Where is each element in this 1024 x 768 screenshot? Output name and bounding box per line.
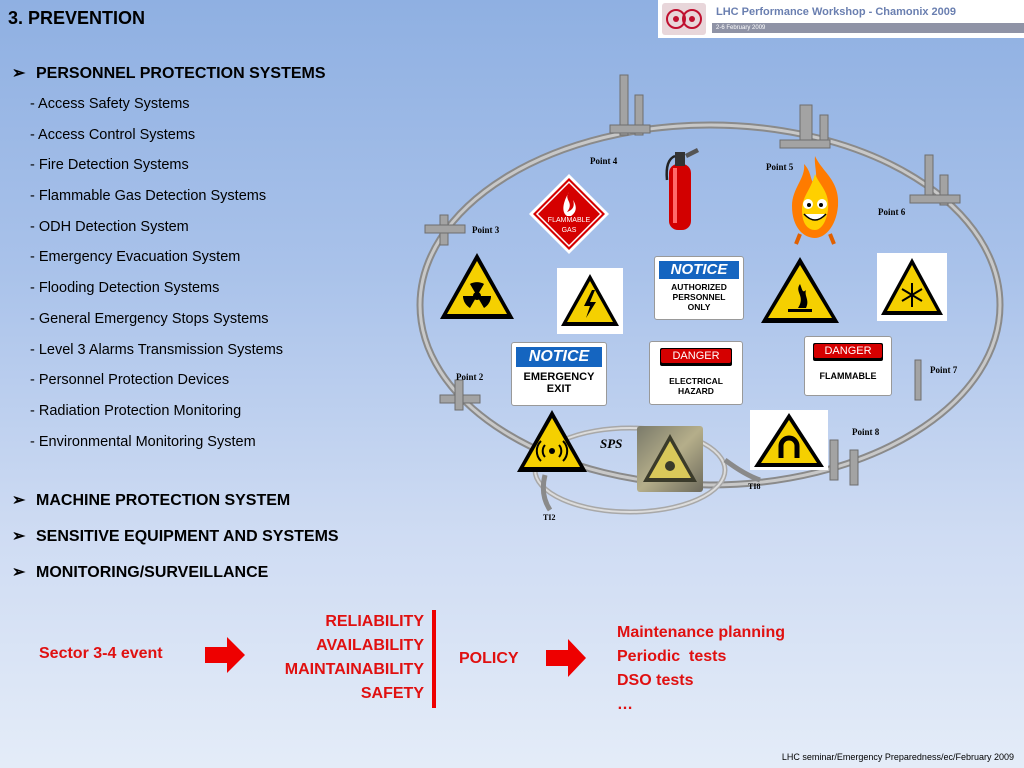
point-8-label: Point 8 (852, 427, 880, 437)
flame-icon (563, 192, 576, 216)
notice-authorized-head: NOTICE (659, 261, 739, 279)
rams-item: RELIABILITY (325, 613, 424, 630)
list-item: - Level 3 Alarms Transmission Systems (30, 342, 284, 358)
policy-label: POLICY (459, 650, 519, 667)
notice-authorized-sign: NOTICE AUTHORIZED PERSONNEL ONLY (654, 256, 744, 320)
bullet-label: SENSITIVE EQUIPMENT AND SYSTEMS (36, 528, 339, 545)
electrical-hazard-sign (557, 268, 623, 334)
bullet-sensitive: ➢ SENSITIVE EQUIPMENT AND SYSTEMS (12, 526, 339, 546)
point-5-label: Point 5 (766, 162, 794, 172)
snowflake-icon (901, 283, 923, 307)
danger-flammable-sign: DANGER FLAMMABLE (804, 336, 892, 396)
outcome-item: … (617, 696, 633, 713)
footer-text: LHC seminar/Emergency Preparedness/ec/Fe… (781, 752, 1014, 762)
point-4-label: Point 4 (590, 156, 618, 166)
point-7-label: Point 7 (930, 365, 958, 375)
banner-bar (712, 23, 1024, 33)
rams-item: MAINTAINABILITY (284, 661, 424, 678)
ti2-label: TI2 (543, 513, 555, 522)
workshop-banner: LHC Performance Workshop - Chamonix 2009… (658, 0, 1024, 38)
list-item: - Flooding Detection Systems (30, 280, 220, 296)
bullet-monitoring: ➢ MONITORING/SURVEILLANCE (12, 562, 268, 582)
low-temperature-sign (877, 253, 947, 321)
event-label: Sector 3-4 event (39, 645, 163, 662)
non-ionizing-radiation-sign (517, 410, 587, 472)
flame-icon (798, 284, 808, 308)
rams-list: RELIABILITY AVAILABILITY MAINTAINABILITY… (240, 610, 424, 706)
magnetic-field-sign (750, 410, 828, 470)
radiation-warning-sign (440, 253, 514, 319)
arrow-bullet-icon: ➢ (12, 528, 26, 545)
right-arrow-icon (205, 637, 245, 673)
lightning-icon (584, 290, 596, 318)
list-item: - Environmental Monitoring System (30, 434, 256, 450)
point-3-label: Point 3 (472, 225, 500, 235)
list-item: - Access Safety Systems (30, 96, 190, 112)
danger-electrical-head: DANGER (661, 349, 731, 363)
notice-exit-body: EMERGENCY EXIT (523, 371, 595, 395)
list-item: - Personnel Protection Devices (30, 372, 230, 388)
danger-electrical-body: ELECTRICAL HAZARD (669, 376, 723, 396)
ti8-label: TI8 (748, 482, 760, 491)
right-arrow-icon (546, 639, 586, 677)
point-2-label: Point 2 (456, 372, 484, 382)
danger-electrical-sign: DANGER ELECTRICAL HAZARD (649, 341, 743, 405)
bullet-label: MONITORING/SURVEILLANCE (36, 564, 269, 581)
notice-exit-head: NOTICE (516, 347, 602, 367)
cern-logo (662, 3, 706, 35)
sps-label: SPS (600, 436, 622, 451)
bullet-machine: ➢ MACHINE PROTECTION SYSTEM (12, 490, 290, 510)
list-item: - General Emergency Stops Systems (30, 311, 269, 327)
antenna-icon (535, 440, 569, 462)
divider-bar (432, 610, 436, 708)
bullet-personnel: ➢ PERSONNEL PROTECTION SYSTEMS (12, 63, 326, 83)
banner-title: LHC Performance Workshop - Chamonix 2009 (716, 6, 957, 18)
magnet-icon (778, 435, 800, 458)
list-item: - Fire Detection Systems (30, 157, 189, 173)
danger-flammable-body: FLAMMABLE (819, 371, 877, 381)
slide-title: 3. PREVENTION (8, 8, 146, 28)
fire-mascot-icon (792, 156, 839, 245)
outcome-item: DSO tests (617, 672, 694, 689)
outcomes-list: Maintenance planning Periodic tests DSO … (617, 621, 785, 717)
fire-extinguisher-icon (665, 148, 699, 230)
danger-flammable-head: DANGER (814, 344, 882, 358)
outcome-item: Periodic tests (617, 648, 727, 665)
flammable-gas-sign: FLAMMABLE GAS (529, 174, 609, 254)
outcome-item: Maintenance planning (617, 624, 786, 641)
notice-emergency-exit-sign: NOTICE EMERGENCY EXIT (511, 342, 607, 406)
notice-authorized-body: AUTHORIZED PERSONNEL ONLY (671, 282, 727, 312)
rams-item: SAFETY (360, 685, 424, 702)
list-item: - Emergency Evacuation System (30, 249, 241, 265)
list-item: - Flammable Gas Detection Systems (30, 188, 267, 204)
arrow-bullet-icon: ➢ (12, 492, 26, 509)
banner-date: 2-6 February 2009 (716, 25, 766, 31)
rams-item: AVAILABILITY (316, 637, 424, 654)
list-item: - Access Control Systems (30, 127, 196, 143)
fire-warning-sign (761, 257, 839, 323)
list-item: - ODH Detection System (30, 219, 189, 235)
bullet-label: MACHINE PROTECTION SYSTEM (36, 492, 291, 509)
arrow-bullet-icon: ➢ (12, 65, 26, 82)
point-6-label: Point 6 (878, 207, 906, 217)
flammable-gas-line1: FLAMMABLE (548, 217, 591, 224)
bullet-label: PERSONNEL PROTECTION SYSTEMS (36, 65, 326, 82)
list-item: - Radiation Protection Monitoring (30, 403, 242, 419)
lhc-ring-map: Point 2 Point 3 Point 4 Point 5 Point 6 … (416, 74, 1004, 522)
flammable-gas-line2: GAS (562, 227, 577, 234)
sign-photo (637, 426, 703, 492)
arrow-bullet-icon: ➢ (12, 564, 26, 581)
